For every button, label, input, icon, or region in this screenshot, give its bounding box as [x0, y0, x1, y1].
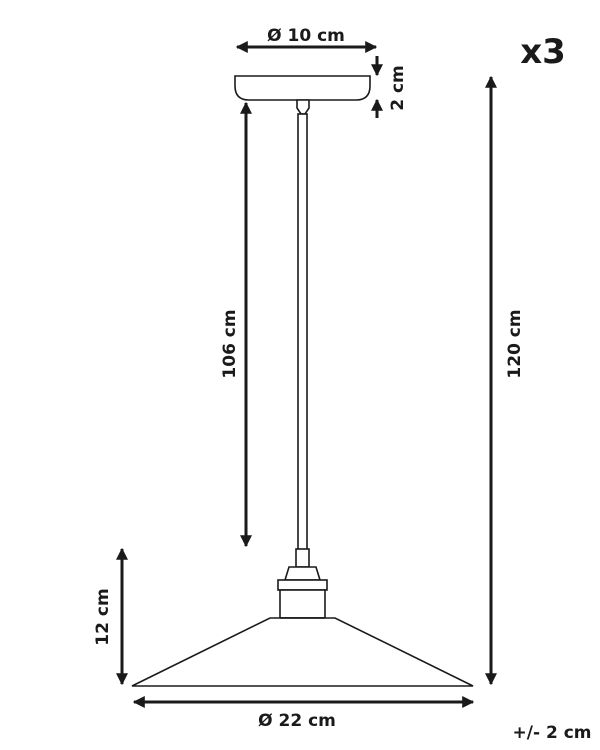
ceiling-canopy	[234, 75, 371, 101]
quantity-label: x3	[520, 32, 566, 72]
canopy-height-label: 2 cm	[388, 65, 408, 111]
cord-length-label: 106 cm	[220, 309, 240, 378]
shade-diameter-label: Ø 22 cm	[258, 711, 336, 731]
cord-grip	[296, 99, 310, 115]
socket-collar	[283, 566, 322, 581]
socket-ring	[277, 579, 328, 591]
pendant-cord	[297, 113, 308, 551]
lamp-holder	[279, 589, 326, 619]
lamp-shade	[131, 617, 474, 687]
total-height-label: 120 cm	[505, 309, 525, 378]
socket-cap	[295, 548, 310, 568]
shade-height-label: 12 cm	[93, 588, 113, 645]
canopy-diameter-label: Ø 10 cm	[267, 26, 345, 46]
tolerance-label: +/- 2 cm	[513, 723, 592, 743]
